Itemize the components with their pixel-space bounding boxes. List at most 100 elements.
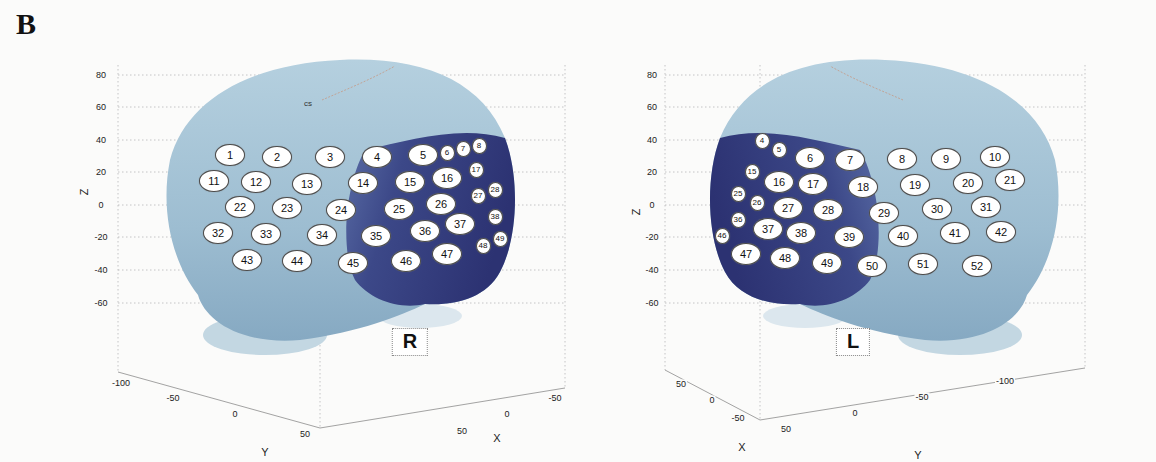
axis-label: Y xyxy=(261,447,268,458)
channel-circle: 27 xyxy=(773,197,803,219)
channel-circle: 50 xyxy=(857,255,887,277)
channel-number: 50 xyxy=(866,261,878,272)
channel-circle: 22 xyxy=(225,196,255,218)
channel-circle: 5 xyxy=(772,142,787,158)
channel-circle: 41 xyxy=(940,222,970,244)
channel-number: 2 xyxy=(274,152,280,163)
channel-circle: 8 xyxy=(472,138,487,154)
axis-tick: 20 xyxy=(95,168,107,177)
channel-circle: 18 xyxy=(848,176,878,198)
axis-tick: 60 xyxy=(95,103,107,112)
channel-circle: 25 xyxy=(731,186,746,202)
panel-letter: B xyxy=(16,9,36,39)
hemisphere-label: L xyxy=(836,328,870,356)
channel-number: 6 xyxy=(445,149,449,157)
channel-circle: 44 xyxy=(282,250,312,272)
channel-number: 34 xyxy=(316,230,328,241)
channel-number: 47 xyxy=(740,249,752,260)
axis-tick: -60 xyxy=(644,299,659,308)
channel-number: 38 xyxy=(795,228,807,239)
channel-circle: 42 xyxy=(986,221,1016,243)
channel-number: 27 xyxy=(474,192,483,200)
channel-number: 6 xyxy=(807,153,813,164)
axis-tick: -100 xyxy=(111,379,131,388)
axis-tick: -100 xyxy=(995,377,1015,386)
channel-number: 48 xyxy=(479,242,488,250)
axis-tick: 0 xyxy=(231,410,238,419)
axis-tick: 0 xyxy=(97,201,104,210)
channel-number: 30 xyxy=(931,204,943,215)
channel-number: 1 xyxy=(227,150,233,161)
axis-label: Z xyxy=(79,189,90,196)
channel-number: 52 xyxy=(971,261,983,272)
channel-number: 25 xyxy=(393,204,405,215)
channel-number: 16 xyxy=(773,177,785,188)
channel-number: 31 xyxy=(980,202,992,213)
channel-number: 5 xyxy=(777,146,781,154)
channel-number: 26 xyxy=(435,199,447,210)
axis-tick: 50 xyxy=(299,430,311,439)
channel-number: 39 xyxy=(843,232,855,243)
axis-tick: 0 xyxy=(851,409,858,418)
axis-tick: 40 xyxy=(646,136,658,145)
channel-circle: 1 xyxy=(215,144,245,166)
axis-tick: 0 xyxy=(503,410,510,419)
axis-label: Z xyxy=(631,209,642,216)
channel-number: 5 xyxy=(420,150,426,161)
channel-number: 37 xyxy=(454,219,466,230)
axis-tick: 50 xyxy=(456,427,468,436)
channel-circle: 33 xyxy=(251,223,281,245)
channel-number: 19 xyxy=(909,180,921,191)
axis-tick: -50 xyxy=(914,393,929,402)
axis-tick: -40 xyxy=(93,266,108,275)
channel-number: 49 xyxy=(821,258,833,269)
channel-circle: 37 xyxy=(445,213,475,235)
channel-circle: 36 xyxy=(410,220,440,242)
channel-number: 47 xyxy=(441,249,453,260)
channel-circle: 4 xyxy=(755,133,770,149)
channel-number: 28 xyxy=(822,205,834,216)
channel-circle: 35 xyxy=(361,225,391,247)
channel-circle: 48 xyxy=(476,238,491,254)
axis-tick: -50 xyxy=(730,414,745,423)
channel-number: 3 xyxy=(327,152,333,163)
channel-number: 17 xyxy=(472,166,481,174)
channel-circle: 45 xyxy=(338,252,368,274)
channel-number: 15 xyxy=(404,177,416,188)
channel-number: 7 xyxy=(847,155,853,166)
channel-number: 23 xyxy=(281,203,293,214)
channel-number: 36 xyxy=(734,216,743,224)
channel-number: 45 xyxy=(347,258,359,269)
channel-number: 4 xyxy=(374,152,380,163)
axis-tick: 0 xyxy=(648,201,655,210)
channel-circle: 14 xyxy=(348,172,378,194)
channel-number: 41 xyxy=(949,228,961,239)
axis-tick: -40 xyxy=(644,266,659,275)
channel-circle: 27 xyxy=(471,188,486,204)
channel-circle: 10 xyxy=(980,146,1010,168)
channel-circle: 52 xyxy=(962,255,992,277)
axis-label: Y xyxy=(914,450,921,461)
channel-number: 24 xyxy=(335,205,347,216)
axis-tick: -20 xyxy=(644,233,659,242)
channel-circle: 26 xyxy=(750,195,765,211)
axis-tick: 20 xyxy=(646,168,658,177)
axis-tick: -50 xyxy=(547,394,562,403)
channel-circle: 23 xyxy=(272,197,302,219)
axis-tick: -20 xyxy=(93,233,108,242)
channel-circle: 51 xyxy=(908,253,938,275)
channel-number: 44 xyxy=(291,256,303,267)
channel-circle: 15 xyxy=(395,171,425,193)
channel-circle: 3 xyxy=(315,146,345,168)
channel-number: 32 xyxy=(212,228,224,239)
axis-tick: 0 xyxy=(708,396,715,405)
channel-circle: 49 xyxy=(493,231,508,247)
channel-number: 51 xyxy=(917,259,929,270)
channel-circle: 12 xyxy=(241,171,271,193)
channel-circle: 40 xyxy=(888,225,918,247)
channel-number: 7 xyxy=(461,145,465,153)
channel-circle: 7 xyxy=(835,149,865,171)
channel-circle: 30 xyxy=(922,198,952,220)
channel-circle: 46 xyxy=(391,250,421,272)
channel-number: 42 xyxy=(995,227,1007,238)
